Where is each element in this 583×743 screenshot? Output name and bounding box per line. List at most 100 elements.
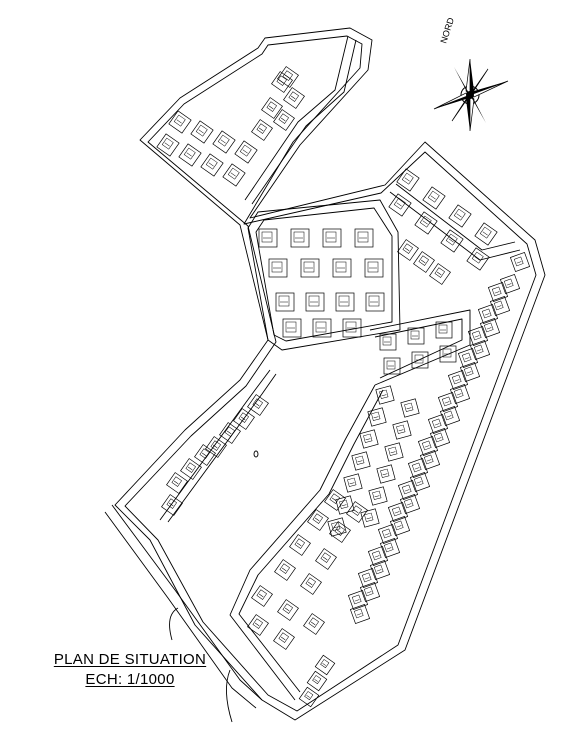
lot (422, 186, 446, 210)
lot (258, 228, 278, 248)
lot (289, 534, 311, 556)
lot (359, 581, 381, 603)
lot (274, 559, 296, 581)
lot (200, 153, 224, 177)
north-spine-road (244, 35, 349, 201)
lot (346, 501, 368, 523)
lot (407, 327, 425, 345)
lot (466, 247, 490, 271)
lot (273, 628, 295, 650)
lot (261, 97, 283, 119)
site-boundary (114, 27, 546, 721)
lot (357, 567, 379, 589)
lot (368, 486, 388, 506)
lot (335, 292, 355, 312)
western-road (159, 369, 271, 521)
lot (459, 361, 481, 383)
lot (283, 87, 305, 109)
lot (469, 339, 491, 361)
lot (397, 479, 419, 501)
access-road-b (104, 511, 257, 709)
lot (449, 383, 471, 405)
lot (219, 422, 241, 444)
lot (251, 119, 273, 141)
lot (161, 494, 183, 516)
lot (354, 228, 374, 248)
lot (300, 573, 322, 595)
access-road-d (169, 607, 179, 641)
lot (427, 413, 449, 435)
lot (417, 435, 439, 457)
lot (413, 251, 435, 273)
lot (477, 303, 499, 325)
lot (233, 408, 255, 430)
lot (247, 614, 269, 636)
lot (306, 670, 328, 692)
lot (399, 493, 421, 515)
lot (282, 318, 302, 338)
site-marker (253, 450, 259, 458)
lot (222, 163, 246, 187)
lot (396, 168, 420, 192)
lot (298, 686, 320, 708)
access-road (111, 504, 263, 701)
lot (397, 239, 419, 261)
lot (314, 654, 336, 676)
plan-title: PLAN DE SITUATION (53, 651, 207, 668)
lot (389, 515, 411, 537)
lot (429, 263, 451, 285)
lot (315, 548, 337, 570)
lot (377, 523, 399, 545)
lot (364, 258, 384, 278)
lot (457, 347, 479, 369)
lot (342, 318, 362, 338)
lot (312, 318, 332, 338)
lot (419, 449, 441, 471)
lot (479, 317, 501, 339)
inner-south-road (229, 384, 376, 701)
lot (359, 429, 379, 449)
lot (437, 391, 459, 413)
north-label: NORD (438, 16, 456, 45)
lot (351, 451, 371, 471)
lot (439, 345, 457, 363)
lot (367, 407, 387, 427)
lot (439, 405, 461, 427)
lot (440, 229, 464, 253)
lot (327, 517, 347, 537)
northeast-road (389, 191, 521, 261)
lot (166, 472, 188, 494)
lot (379, 537, 401, 559)
lot (474, 222, 498, 246)
lot (303, 613, 325, 635)
lot (411, 351, 429, 369)
lot (290, 228, 310, 248)
lot (332, 258, 352, 278)
lot (407, 457, 429, 479)
lot (347, 589, 369, 611)
lot (435, 321, 453, 339)
lot (247, 394, 269, 416)
western-road-b (167, 373, 277, 523)
lot (414, 211, 438, 235)
lot (305, 292, 325, 312)
middle-road (369, 309, 471, 386)
lot (277, 66, 299, 88)
lot (178, 143, 202, 167)
lot (190, 120, 214, 144)
northeast-road-b (395, 183, 516, 251)
lot (388, 193, 412, 217)
lot (499, 273, 521, 295)
lot (322, 228, 342, 248)
lot (268, 258, 288, 278)
plan-scale: ECH: 1/1000 (85, 671, 175, 688)
lot (212, 130, 236, 154)
lot (275, 292, 295, 312)
compass-rose-icon (433, 58, 509, 132)
lot (329, 521, 351, 543)
lot (205, 436, 227, 458)
lot (376, 464, 396, 484)
north-spine-road-b (251, 39, 357, 205)
lot (300, 258, 320, 278)
lot (392, 420, 412, 440)
